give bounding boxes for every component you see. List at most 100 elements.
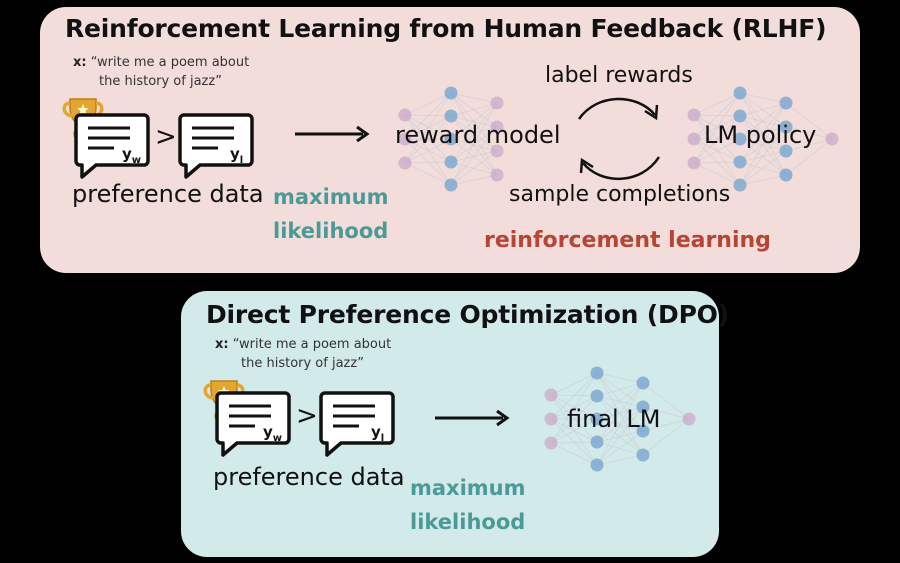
dpo-preference-data-label: preference data — [213, 463, 405, 491]
network-edge — [550, 372, 598, 396]
network-edge — [550, 395, 598, 444]
network-edge — [693, 92, 741, 164]
network-edge — [450, 92, 498, 104]
network-node — [490, 168, 504, 182]
final-lm-label: final LM — [567, 405, 661, 433]
rlhf-preference-data-label: preference data — [72, 180, 264, 208]
network-node — [636, 448, 650, 462]
network-edge — [450, 126, 498, 186]
rejected-response-bubble-icon — [178, 113, 254, 179]
rlhf-ml-line-1: maximum — [273, 185, 389, 209]
network-edge — [596, 406, 644, 466]
network-edge — [642, 418, 690, 456]
network-edge — [404, 161, 452, 164]
greater-than-symbol: > — [155, 122, 177, 152]
network-edge — [550, 441, 598, 444]
lm-policy-label: LM policy — [704, 121, 817, 149]
network-edge — [739, 102, 787, 163]
prompt-line-1: “write me a poem about — [232, 337, 392, 352]
network-node — [636, 424, 650, 438]
network-node — [687, 156, 701, 170]
network-node — [444, 86, 458, 100]
final-lm-network-icon — [544, 366, 696, 472]
network-edge — [404, 138, 452, 164]
network-node — [779, 168, 793, 182]
greater-than-symbol: > — [296, 401, 318, 431]
network-edge — [550, 418, 598, 444]
network-node — [687, 132, 701, 146]
network-edge — [596, 454, 644, 466]
curved-arrow-left-icon — [579, 156, 661, 181]
network-edge — [739, 102, 787, 186]
prompt-line-1: “write me a poem about — [90, 55, 250, 70]
network-node — [779, 120, 793, 134]
network-edge — [596, 382, 644, 420]
network-node — [733, 132, 747, 146]
network-edge — [404, 92, 452, 164]
rejected-response-bubble-icon — [319, 391, 395, 457]
network-edge — [693, 92, 741, 116]
reward-model-network-icon — [398, 86, 504, 192]
network-edge — [785, 126, 833, 140]
network-node — [398, 132, 412, 146]
network-edge — [450, 102, 498, 117]
network-node — [636, 400, 650, 414]
network-edge — [739, 150, 787, 186]
arrow-right-icon — [435, 409, 510, 427]
network-node — [733, 155, 747, 169]
dpo-ml-line-1: maximum — [410, 476, 526, 500]
network-node — [590, 458, 604, 472]
dpo-panel: Direct Preference Optimization (DPO) x: … — [181, 291, 729, 557]
prompt-line-2: the history of jazz” — [99, 74, 222, 89]
network-node — [490, 144, 504, 158]
network-edge — [450, 102, 498, 163]
curved-arrow-right-icon — [577, 97, 659, 121]
network-node — [398, 156, 412, 170]
network-node — [490, 120, 504, 134]
network-node — [490, 96, 504, 110]
network-node — [590, 389, 604, 403]
network-node — [590, 435, 604, 449]
rlhf-ml-line-2: likelihood — [273, 219, 389, 243]
network-node — [733, 109, 747, 123]
network-node — [636, 376, 650, 390]
dpo-prompt: x: “write me a poem about the history of… — [215, 335, 391, 373]
network-node — [544, 436, 558, 450]
network-edge — [596, 372, 644, 384]
network-node — [779, 144, 793, 158]
network-node — [444, 132, 458, 146]
network-node — [779, 96, 793, 110]
rlhf-panel: Reinforcement Learning from Human Feedba… — [40, 7, 860, 273]
y-l-label: yl — [371, 423, 385, 444]
network-edge — [404, 92, 452, 140]
network-node — [825, 132, 839, 146]
network-node — [682, 412, 696, 426]
prompt-line-2: the history of jazz” — [241, 356, 364, 371]
network-node — [444, 109, 458, 123]
reinforcement-learning-label: reinforcement learning — [484, 228, 771, 253]
network-edge — [550, 442, 598, 466]
network-node — [733, 86, 747, 100]
network-edge — [550, 372, 598, 420]
network-node — [590, 366, 604, 380]
network-edge — [739, 92, 787, 104]
rlhf-title: Reinforcement Learning from Human Feedba… — [65, 14, 827, 43]
sample-completions-label: sample completions — [509, 182, 731, 207]
network-edge — [450, 102, 498, 140]
network-node — [687, 108, 701, 122]
network-edge — [404, 92, 452, 116]
network-node — [398, 108, 412, 122]
dpo-title: Direct Preference Optimization (DPO) — [206, 300, 729, 329]
y-l-label: yl — [230, 145, 244, 166]
network-edge — [785, 138, 833, 176]
network-edge — [693, 92, 741, 140]
network-edge — [739, 174, 787, 186]
network-node — [544, 388, 558, 402]
label-rewards-label: label rewards — [545, 63, 693, 88]
y-w-label: yw — [122, 145, 142, 166]
dpo-ml-line-2: likelihood — [410, 510, 526, 534]
network-edge — [596, 382, 644, 443]
chosen-response-bubble-icon — [74, 113, 150, 179]
network-edge — [642, 382, 690, 420]
lm-policy-network-icon — [687, 86, 839, 192]
